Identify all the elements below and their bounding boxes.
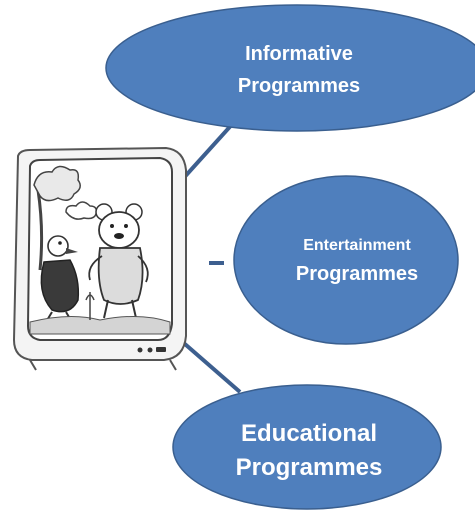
node-informative-label-line1: Informative — [245, 43, 353, 65]
connector-educational — [176, 336, 242, 394]
node-educational-label-line2: Programmes — [236, 454, 383, 481]
node-educational: Educational Programmes — [172, 384, 442, 510]
node-educational-ellipse — [172, 384, 442, 510]
node-entertainment-label-line1: Entertainment — [303, 237, 411, 254]
node-informative-label-line2: Programmes — [238, 75, 360, 97]
tv-button — [137, 347, 143, 353]
node-informative: Informative Programmes — [105, 4, 475, 132]
plant — [85, 292, 95, 320]
node-entertainment-label-line2: Programmes — [296, 263, 418, 285]
cartoon-television-icon — [12, 146, 187, 371]
node-entertainment-ellipse — [233, 175, 459, 345]
node-entertainment: Entertainment Programmes — [233, 175, 459, 345]
duck-character — [40, 235, 80, 323]
tv-button — [147, 347, 153, 353]
node-educational-label-line1: Educational — [241, 420, 377, 447]
tv-stand — [29, 359, 37, 371]
tree-foliage — [33, 165, 81, 202]
node-informative-ellipse — [105, 4, 475, 132]
tree-trunk — [36, 189, 44, 271]
connector-informative — [178, 118, 238, 184]
tv-stand — [169, 359, 177, 371]
cloud — [65, 201, 98, 220]
bear-character — [88, 203, 149, 319]
tv-button — [156, 347, 166, 352]
ground — [29, 315, 171, 335]
